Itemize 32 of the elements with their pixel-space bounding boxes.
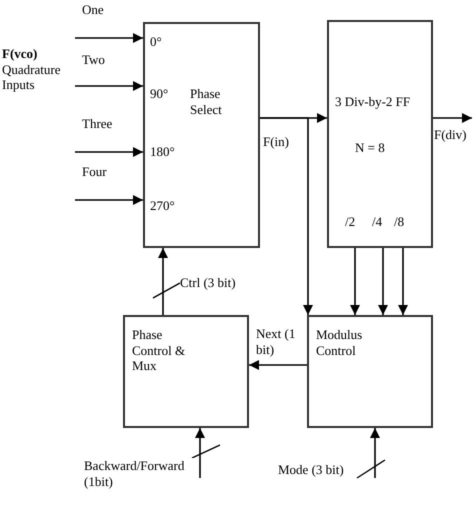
- block-box: [123, 315, 249, 428]
- block-label: 3 Div-by-2 FF: [335, 94, 412, 110]
- edge-label: Backward/Forward (1bit): [84, 458, 196, 490]
- block-label: /2: [345, 214, 356, 230]
- arrow: [75, 147, 143, 157]
- edge-label: Next (1 bit): [256, 326, 298, 358]
- arrow: [370, 428, 380, 478]
- arrow: [75, 195, 143, 205]
- arrow: [260, 117, 313, 315]
- block-label: Modulus Control: [316, 327, 364, 358]
- block-label: 180°: [150, 144, 176, 160]
- block-label: Phase Select: [190, 86, 223, 118]
- block-box: [143, 22, 260, 248]
- block-label: 0°: [150, 34, 163, 50]
- block-label: 90°: [150, 86, 170, 102]
- block-label: N = 8: [355, 140, 386, 156]
- block-label: /4: [372, 214, 384, 230]
- arrow: [378, 248, 388, 315]
- block-box: [307, 315, 433, 428]
- arrow: [195, 428, 205, 478]
- block-label: /8: [394, 214, 406, 230]
- arrow: [350, 248, 360, 315]
- block-box: [327, 20, 433, 248]
- arrow: [75, 81, 143, 91]
- arrow: [433, 113, 472, 123]
- arrow: [249, 360, 307, 370]
- block-label: Phase Control & Mux: [132, 327, 186, 374]
- arrow: [75, 33, 143, 43]
- arrow: [398, 248, 408, 315]
- block-label: 270°: [150, 198, 176, 214]
- input-label: F(vco) Quadrature Inputs: [2, 46, 62, 93]
- arrow: [158, 248, 168, 315]
